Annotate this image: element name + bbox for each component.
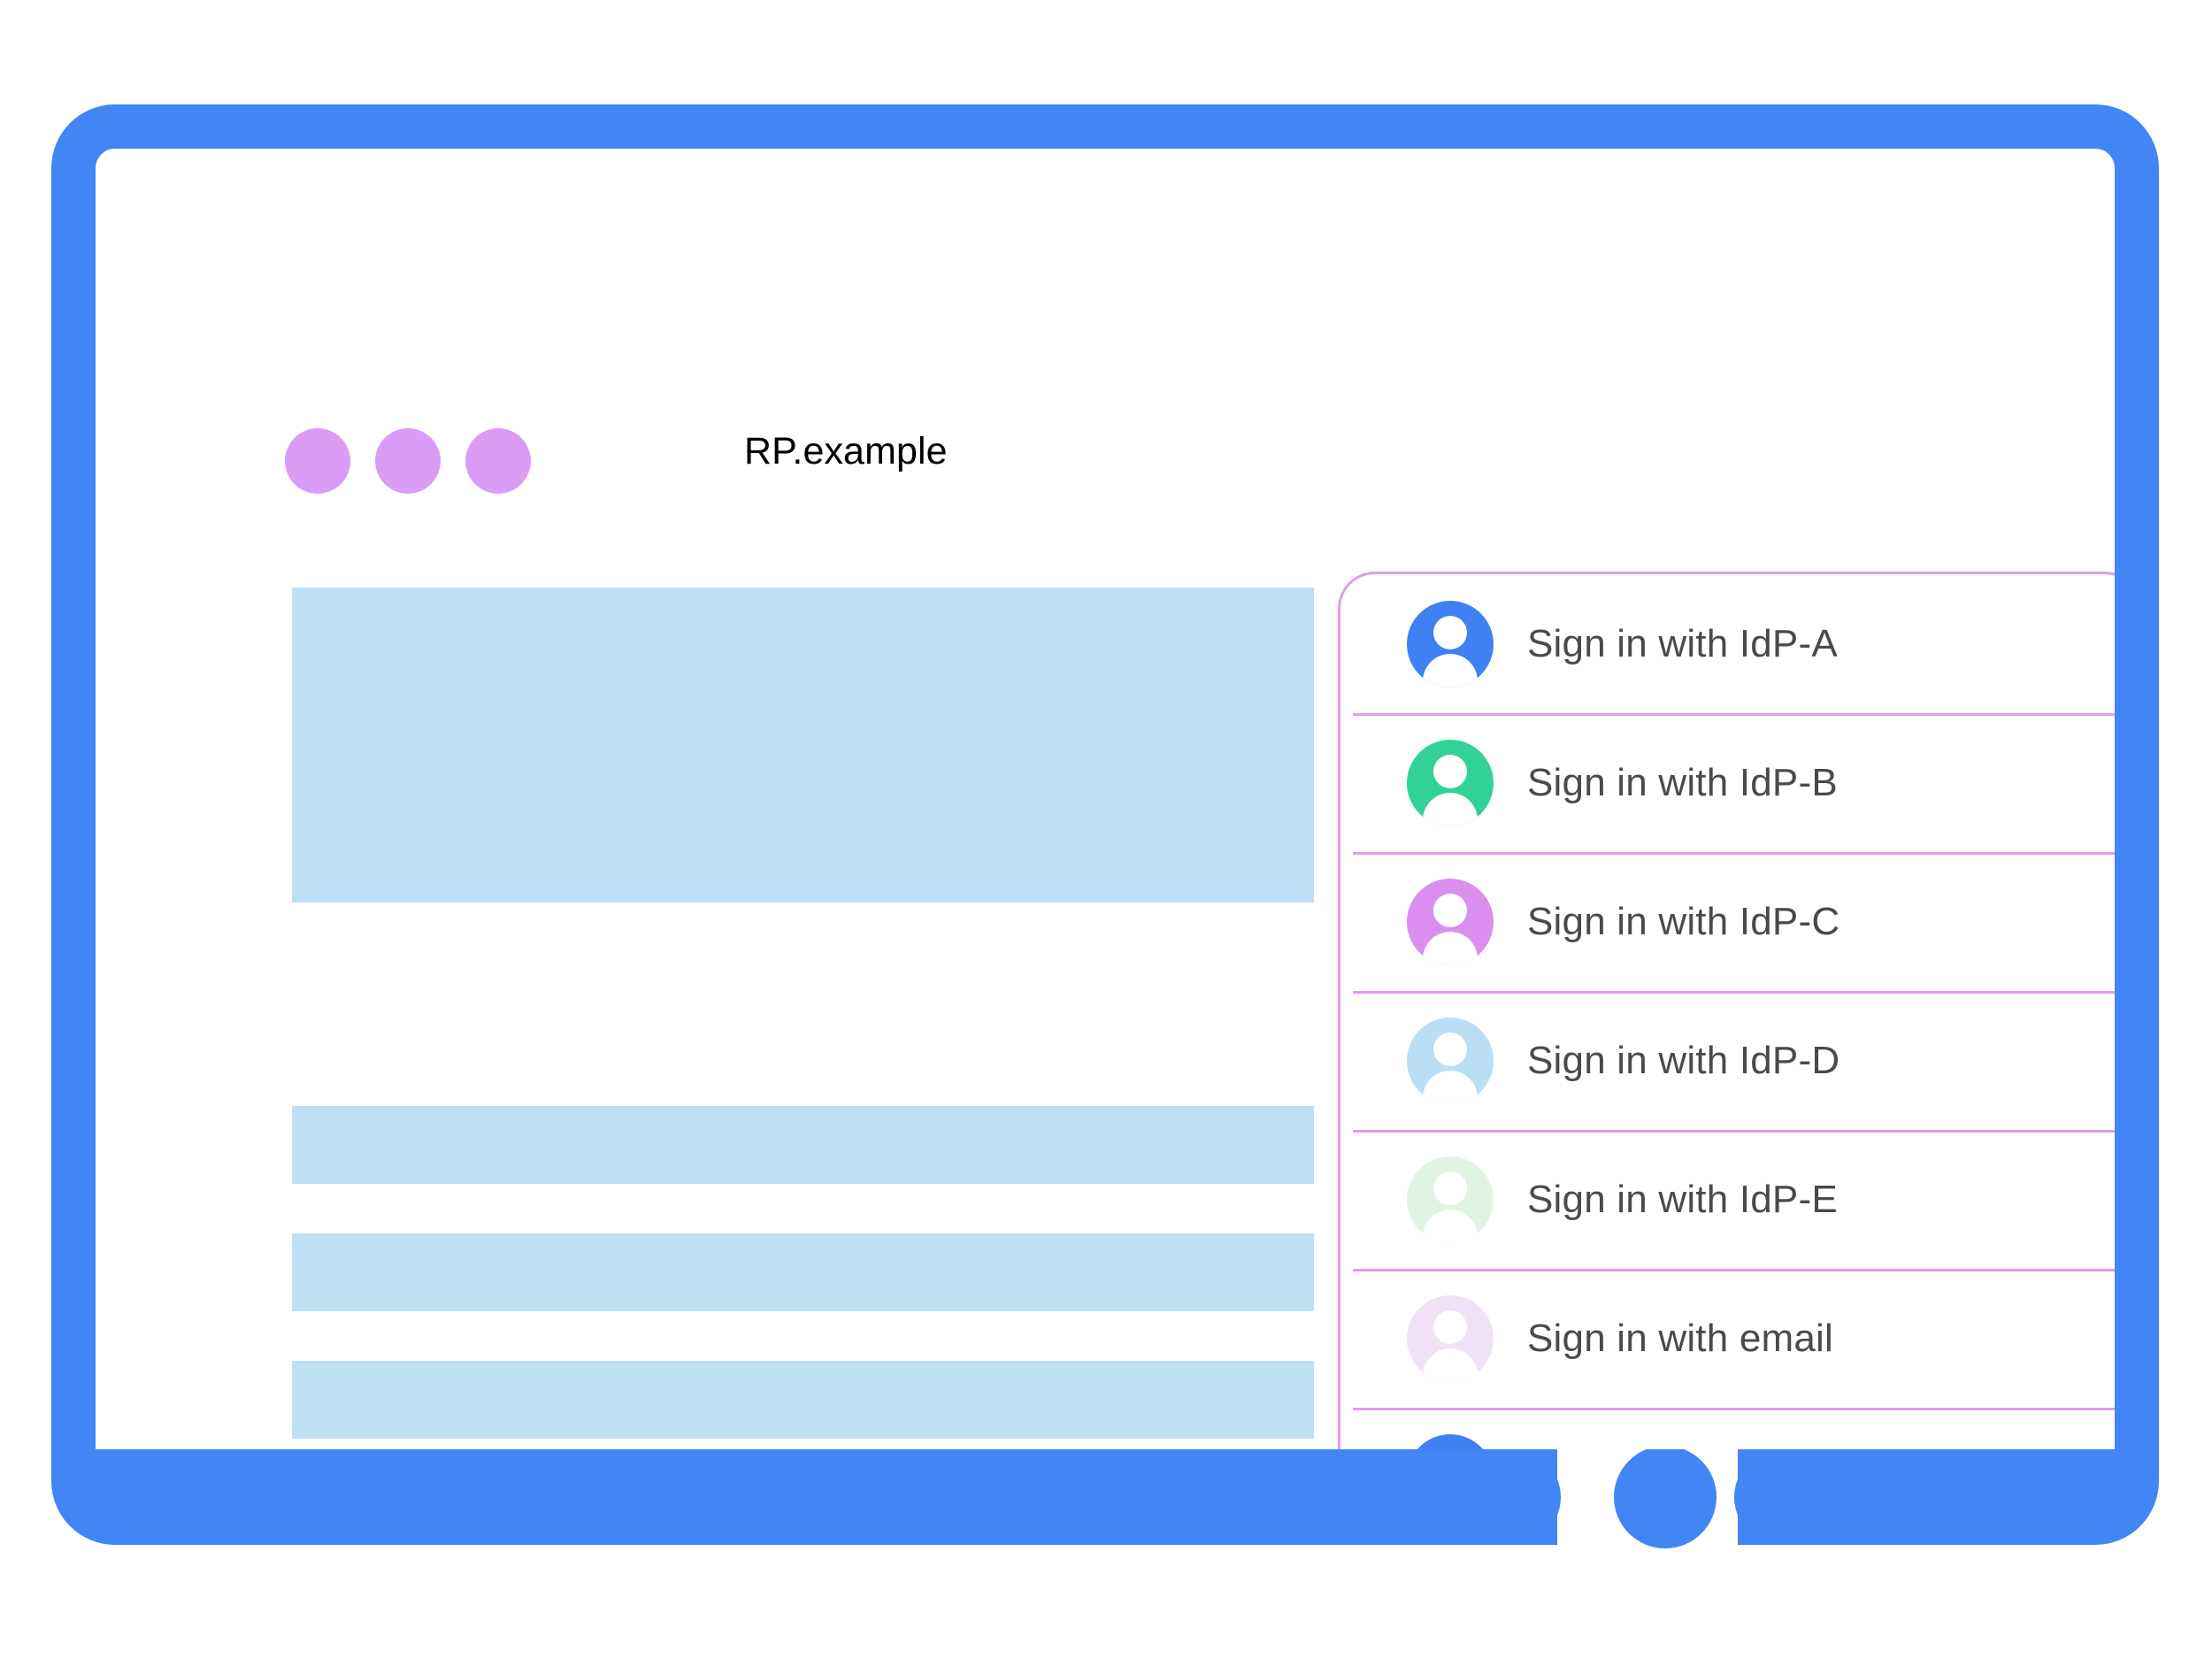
device-frame-bottom-right (1734, 1449, 2159, 1545)
signin-row-label: Sign in with email (1527, 1316, 1833, 1360)
window-dot-2-icon[interactable] (375, 428, 441, 494)
account-avatar-icon (1407, 1433, 1494, 1449)
signin-row-label: Sign in with IdP-C (1527, 899, 1840, 943)
device-frame-bottom-left (51, 1449, 1561, 1545)
placeholder-text-bar-1 (292, 1106, 1314, 1184)
placeholder-text-bar-2 (292, 1233, 1314, 1311)
signin-row[interactable]: Sign in with IdP-D (1340, 991, 2115, 1130)
account-avatar-icon (1407, 1156, 1494, 1243)
window-title-bar (96, 149, 2115, 317)
signin-row[interactable]: Sign in with IdP-B (1340, 713, 2115, 852)
placeholder-text-bar-3 (292, 1361, 1314, 1439)
account-avatar-icon (1407, 600, 1494, 687)
account-avatar-icon (1407, 739, 1494, 826)
signin-row[interactable]: Sign in with IdP-A (1340, 574, 2115, 713)
account-avatar-icon (1407, 878, 1494, 965)
account-avatar-icon (1407, 1294, 1494, 1382)
signin-row[interactable]: Sign in with IdP-E (1340, 1130, 2115, 1269)
page-title: RP.example (744, 430, 948, 472)
signin-row[interactable]: Sign in with IdP-C (1340, 852, 2115, 991)
signin-row-label: Sign in with IdP-B (1527, 760, 1838, 804)
signin-list: Sign in with IdP-A Sign in with IdP-B Sign… (1340, 574, 2115, 1449)
account-avatar-icon (1407, 1017, 1494, 1104)
signin-row[interactable]: Sign in with SMS (1340, 1408, 2115, 1449)
signin-panel: Sign in with IdP-A Sign in with IdP-B Sign… (1338, 572, 2115, 1449)
signin-row[interactable]: Sign in with email (1340, 1269, 2115, 1408)
signin-row-label: Sign in with IdP-D (1527, 1038, 1840, 1082)
home-button[interactable] (1614, 1446, 1717, 1548)
window-dot-1-icon[interactable] (285, 428, 350, 494)
signin-row-label: Sign in with IdP-E (1527, 1177, 1838, 1221)
signin-row-label: Sign in with IdP-A (1527, 621, 1838, 665)
placeholder-hero-block (292, 588, 1314, 902)
window-dot-3-icon[interactable] (465, 428, 531, 494)
